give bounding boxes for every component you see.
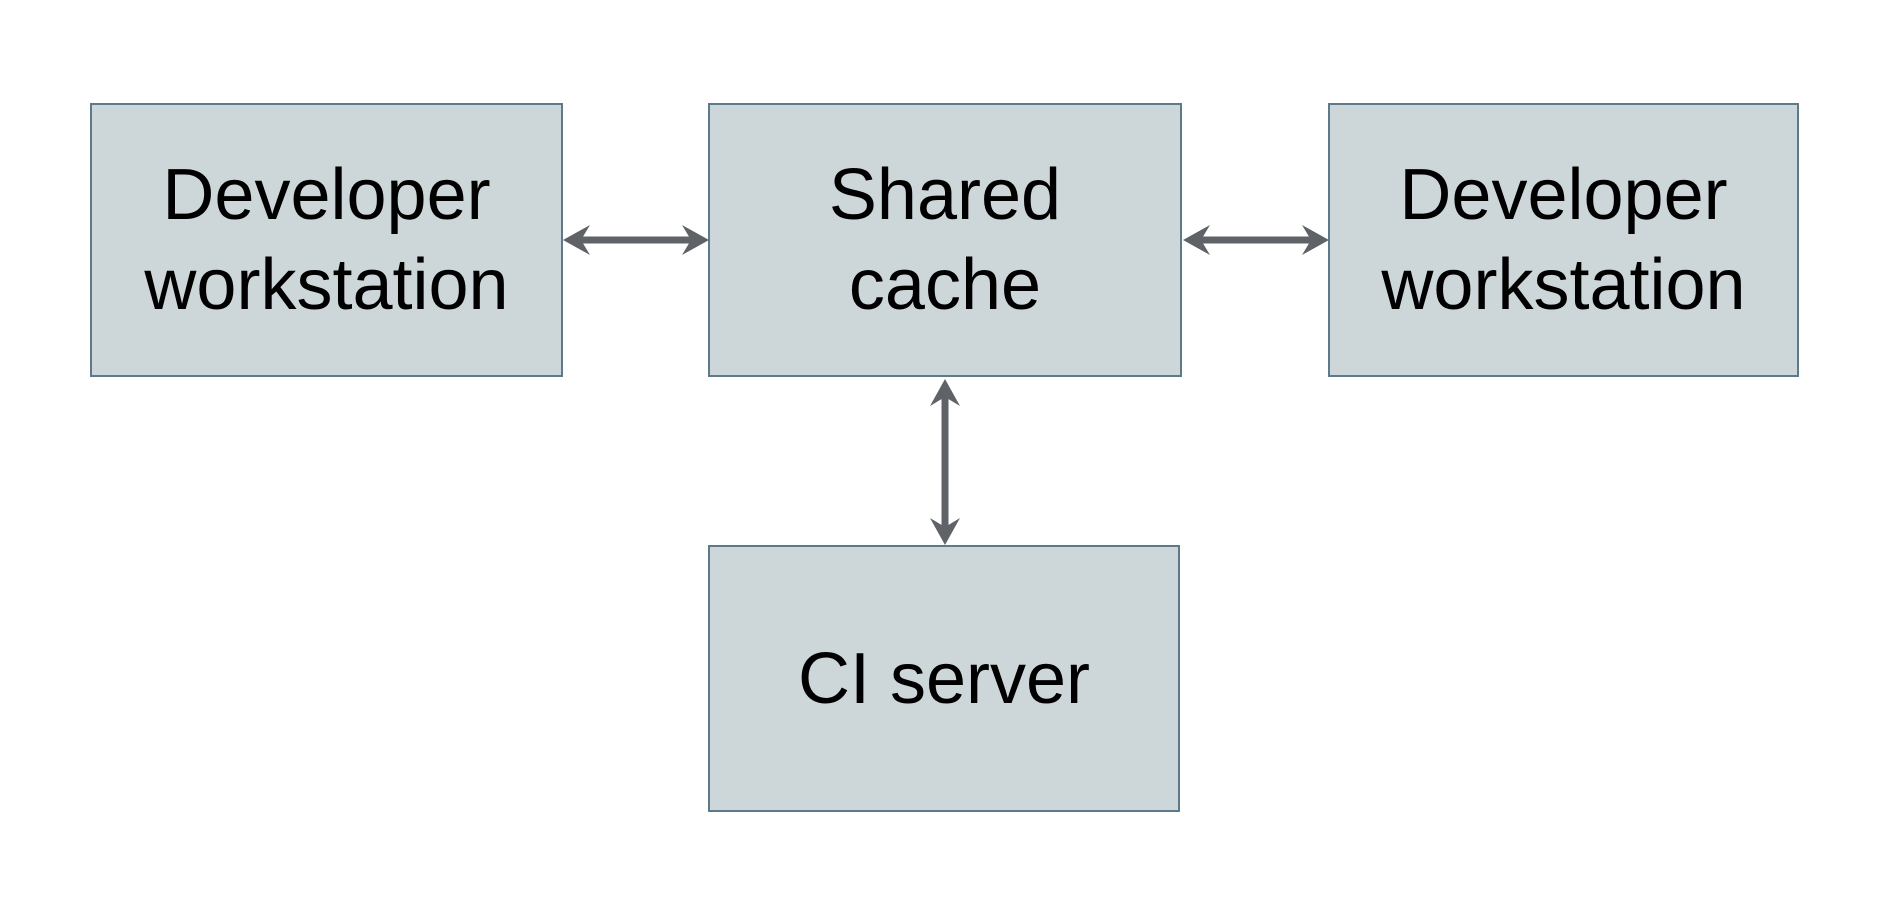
bidirectional-arrow-right [1183, 225, 1329, 255]
node-ci-server: CI server [708, 545, 1180, 812]
bidirectional-arrow-vertical [930, 379, 960, 545]
node-label: Shared cache [828, 155, 1062, 325]
node-developer-workstation-right: Developer workstation [1328, 103, 1799, 377]
bidirectional-arrow-left [563, 225, 709, 255]
node-shared-cache: Shared cache [708, 103, 1182, 377]
node-developer-workstation-left: Developer workstation [90, 103, 563, 377]
node-label: Developer workstation [1381, 155, 1746, 325]
node-label: Developer workstation [144, 155, 509, 325]
node-label: CI server [797, 638, 1091, 719]
